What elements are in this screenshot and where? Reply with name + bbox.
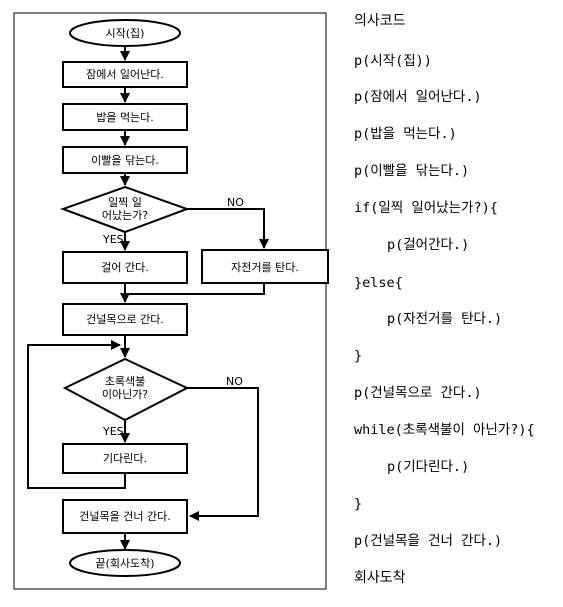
pseudocode-title: 의사코드: [354, 13, 406, 29]
yes-label-1: YES: [102, 233, 124, 246]
code-line-5: if(일찍 일어났는가?){: [354, 200, 498, 216]
code-line-3: p(밥을 먹는다.): [354, 126, 457, 142]
code-line-10: p(건널목으로 간다.): [354, 385, 482, 401]
process-wake-label: 잠에서 일어난다.: [86, 67, 164, 81]
yes-label-2: YES: [102, 425, 124, 438]
process-crosswalk: [62, 303, 188, 336]
code-line-9: }: [354, 348, 363, 364]
code-line-12: p(기다린다.): [387, 459, 470, 475]
process-wait-label: 기다린다.: [103, 452, 147, 465]
process-eat-label: 밥을 먹는다.: [96, 111, 154, 124]
decision-green-light-line2: 이아닌가?: [102, 388, 148, 401]
code-line-2: p(잠에서 일어난다.): [354, 89, 482, 105]
process-eat: [62, 103, 188, 131]
process-brush: [62, 146, 188, 174]
end-label: 끝(회사도착): [95, 557, 154, 570]
process-wait: [62, 443, 188, 474]
process-walk: [62, 251, 188, 284]
process-bike-label: 자전거를 탄다.: [231, 261, 299, 274]
code-line-6: p(걸어간다.): [387, 237, 470, 253]
decision-early-wake-line1: 일찍 일: [108, 195, 142, 209]
flowchart-diagram: 시작(집) 잠에서 일어난다. 밥을 먹는다. 이빨을 닦는다. 일찍 일 어났…: [13, 12, 329, 590]
code-line-14: p(건널목을 건너 간다.): [354, 533, 503, 549]
decision-early-wake: [60, 185, 190, 234]
diagram-frame: [13, 12, 327, 590]
code-line-8: p(자전거를 탄다.): [387, 311, 503, 327]
process-wake: [62, 61, 188, 88]
code-line-13: }: [354, 496, 363, 512]
code-line-11: while(초록색불이 아닌가?){: [354, 422, 535, 438]
process-crosswalk-label: 건널목으로 간다.: [86, 313, 164, 326]
process-brush-label: 이빨을 닦는다.: [91, 154, 159, 167]
code-line-1: p(시작(집)): [354, 53, 432, 69]
decision-early-wake-line2: 어났는가?: [102, 209, 148, 222]
process-bike: [201, 249, 329, 284]
decision-green-light-line1: 초록색불: [105, 375, 145, 388]
process-cross: [62, 499, 188, 534]
code-line-4: p(이빨을 닦는다.): [354, 163, 470, 179]
code-line-15: 회사도착: [354, 570, 406, 586]
process-cross-label: 건널목을 건너 간다.: [79, 510, 170, 523]
code-line-7: }else{: [354, 275, 403, 291]
decision-green-light: [62, 357, 190, 422]
no-label-1: NO: [227, 196, 244, 209]
end-terminal: [69, 549, 181, 577]
no-label-2: NO: [226, 375, 243, 388]
connectors: [27, 45, 269, 550]
start-terminal: [69, 19, 181, 47]
start-label: 시작(집): [106, 27, 145, 40]
process-walk-label: 걸어 간다.: [101, 261, 148, 274]
